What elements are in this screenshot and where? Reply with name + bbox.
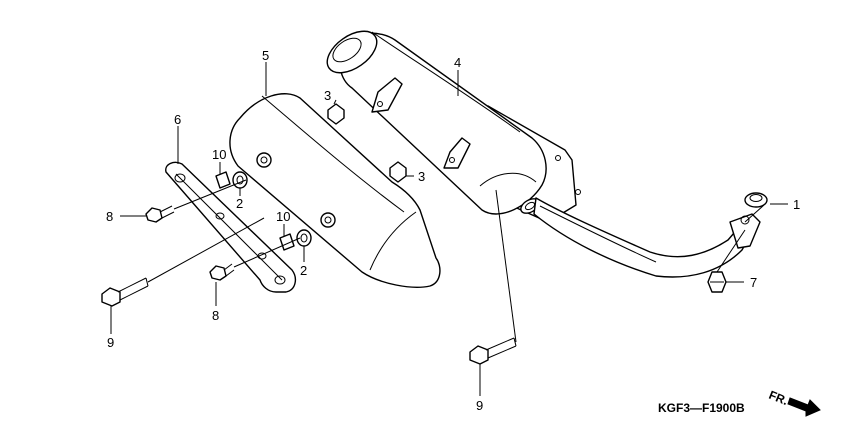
bolt-long-left [101,277,149,307]
spacer-upper [215,171,231,189]
gasket [744,192,768,208]
exhaust-pipe [533,197,761,278]
callout-1: 1 [793,197,800,212]
callout-9-left: 9 [107,335,114,350]
grommet-lower [389,161,407,183]
muffler [326,30,581,223]
callout-10-lower: 10 [276,209,290,224]
arrow-right-icon [787,397,821,417]
protector-bracket [165,161,297,293]
callout-10-upper: 10 [212,147,226,162]
bolt-long-lower [469,337,517,365]
callout-2-lower: 2 [300,263,307,278]
leader-lines [110,62,788,396]
callout-2-upper: 2 [236,196,243,211]
callout-5: 5 [262,48,269,63]
callout-6: 6 [174,112,181,127]
callout-3-lower: 3 [418,169,425,184]
callout-7: 7 [750,275,757,290]
direction-label: FR. [767,388,790,408]
figure-code: KGF3—F1900B [658,401,745,415]
callout-8-upper: 8 [106,209,113,224]
callout-9-lower: 9 [476,398,483,413]
callout-numbers: 1 2 2 3 3 4 5 6 7 8 8 9 9 10 10 [106,48,800,413]
bolt-small-lower [209,263,235,281]
front-direction-arrow: FR. [767,388,821,417]
grommet-upper [327,103,345,125]
flange-nut [707,271,727,293]
callout-4: 4 [454,55,461,70]
callout-3-upper: 3 [324,88,331,103]
callout-8-lower: 8 [212,308,219,323]
bolt-small-upper [145,205,175,223]
heat-protector [229,93,441,288]
